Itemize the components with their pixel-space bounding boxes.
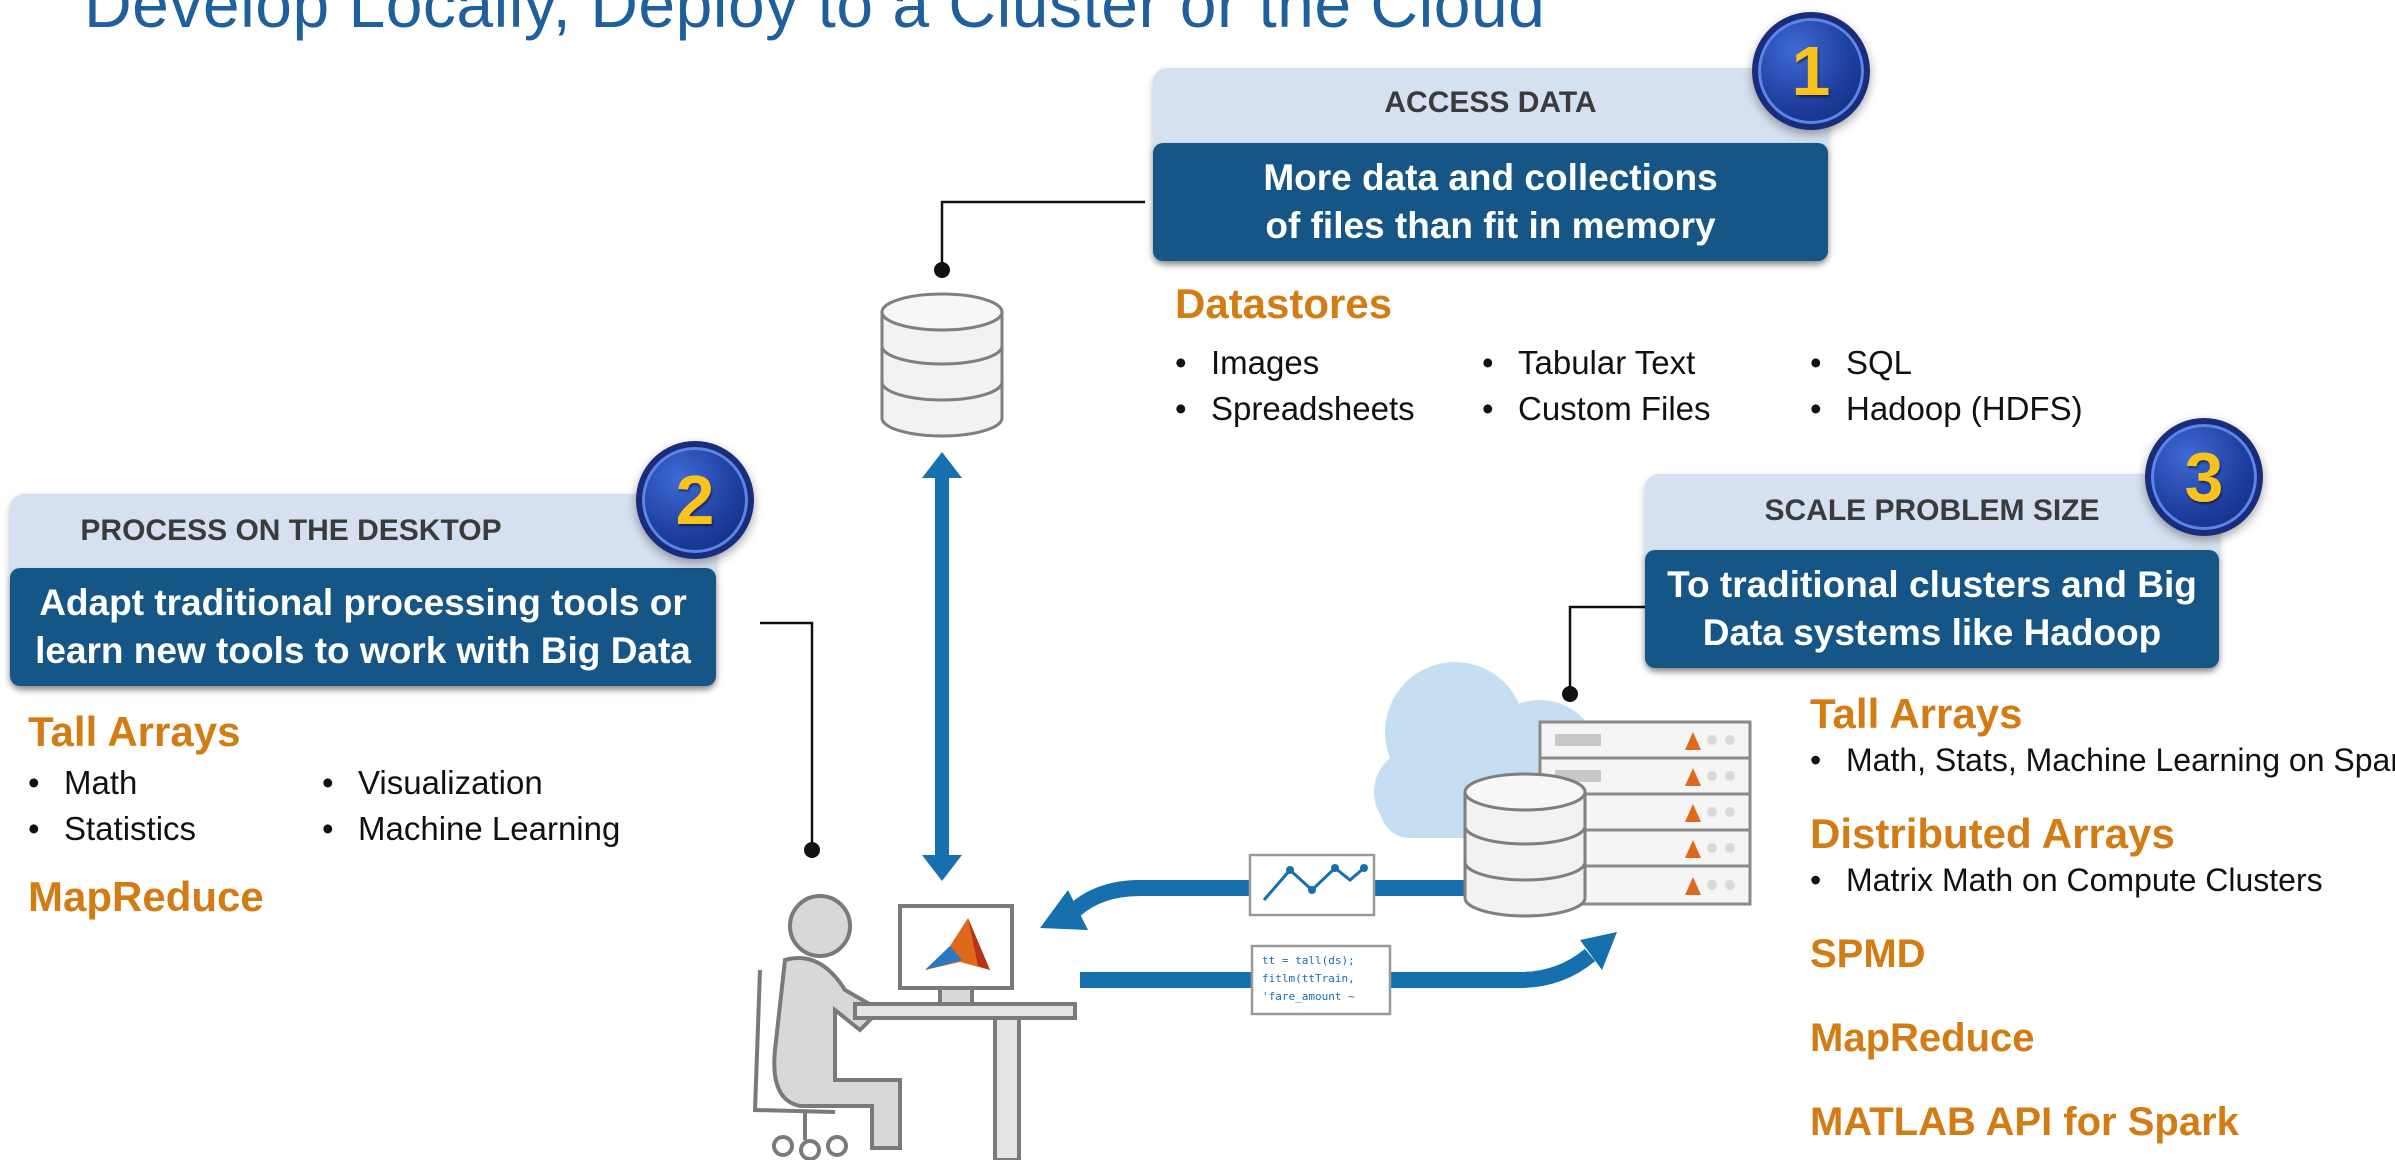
list-item: SQL [1810,340,2083,386]
list-item: Matrix Math on Compute Clusters [1810,858,2395,902]
step3-number-badge: 3 [2145,418,2263,536]
step3-heading-tall-arrays: Tall Arrays [1810,690,2023,737]
step3-body: To traditional clusters and Big Data sys… [1645,550,2219,668]
list-item: Machine Learning [322,806,620,852]
connector-step3-server [1568,605,1645,694]
list-item: Hadoop (HDFS) [1810,386,2083,432]
matlab-logo-icon [925,918,990,970]
step1-body-line2: of files than fit in memory [1265,205,1716,246]
list-item: Math, Stats, Machine Learning on Spark [1810,738,2395,782]
list-item: Statistics [28,806,196,852]
step1-heading: Datastores [1175,280,1393,327]
step2-heading-tall-arrays: Tall Arrays [28,708,241,755]
line-chart-icon [1248,853,1376,917]
connector-dot-2 [804,842,820,858]
connector-dot-3 [1562,686,1578,702]
step2-body-line1: Adapt traditional processing tools or [39,581,687,623]
step1-body-line1: More data and collections [1263,156,1718,198]
step2-heading-mapreduce: MapReduce [28,873,264,920]
connector-step1-database [940,200,1145,270]
list-item: Math [28,760,196,806]
step3-header: SCALE PROBLEM SIZE [1764,494,2100,527]
step1-list-col2: Tabular Text Custom Files [1482,340,1711,432]
list-item: Images [1175,340,1415,386]
connector-dot-1 [934,262,950,278]
step2-panel: PROCESS ON THE DESKTOP Adapt traditional… [10,494,716,686]
step3-list: Tall Arrays Math, Stats, Machine Learnin… [1810,690,2395,1146]
code-card-text: tt = tall(ds); fitlm(ttTrain, 'fare_amou… [1262,952,1386,1006]
step3-heading-distributed-arrays: Distributed Arrays [1810,810,2175,857]
step1-header: ACCESS DATA [1384,86,1597,119]
code-line-2: fitlm(ttTrain, [1262,972,1355,985]
list-item: Spreadsheets [1175,386,1415,432]
step2-body-line2: learn new tools to work with Big Data [35,630,691,671]
step3-body-line2: Data systems like Hadoop [1702,612,2162,653]
code-line-3: 'fare_amount ~ [1262,990,1355,1003]
cluster-database-icon [1463,772,1587,918]
step2-header: PROCESS ON THE DESKTOP [80,514,502,547]
step3-heading-mapreduce: MapReduce [1810,1016,2035,1060]
database-icon [880,292,1004,438]
list-item: Custom Files [1482,386,1711,432]
step1-number-badge: 1 [1752,12,1870,130]
step2-number-badge: 2 [636,441,754,559]
send-arrow-head [1580,932,1617,970]
step1-body: More data and collections of files than … [1153,143,1828,261]
step3-heading-spark-api: MATLAB API for Spark [1810,1100,2239,1144]
step2-body: Adapt traditional processing tools or le… [10,568,716,686]
send-arrow [1080,948,1596,988]
step2-list-col2: Visualization Machine Learning [322,760,620,852]
return-arrow-head [1040,890,1088,930]
step1-list-col3: SQL Hadoop (HDFS) [1810,340,2083,432]
step1-list-col1: Images Spreadsheets [1175,340,1415,432]
connector-step2-person [760,621,814,850]
person-at-desk-icon [752,894,1077,1160]
list-item: Visualization [322,760,620,806]
list-item: Tabular Text [1482,340,1711,386]
return-arrow [1069,880,1470,917]
step2-list-col1: Math Statistics [28,760,196,852]
code-card [1250,944,1392,1016]
code-line-1: tt = tall(ds); [1262,954,1355,967]
page-title: Develop Locally, Deploy to a Cluster or … [84,0,1546,41]
step3-heading-spmd: SPMD [1810,932,1926,976]
step1-panel: ACCESS DATA More data and collections of… [1153,68,1828,261]
connector-lines [760,200,1645,850]
step3-body-line1: To traditional clusters and Big [1667,563,2197,605]
step3-panel: SCALE PROBLEM SIZE To traditional cluste… [1645,474,2219,668]
vertical-double-arrow [922,452,962,881]
server-rack-icon [1538,720,1752,906]
